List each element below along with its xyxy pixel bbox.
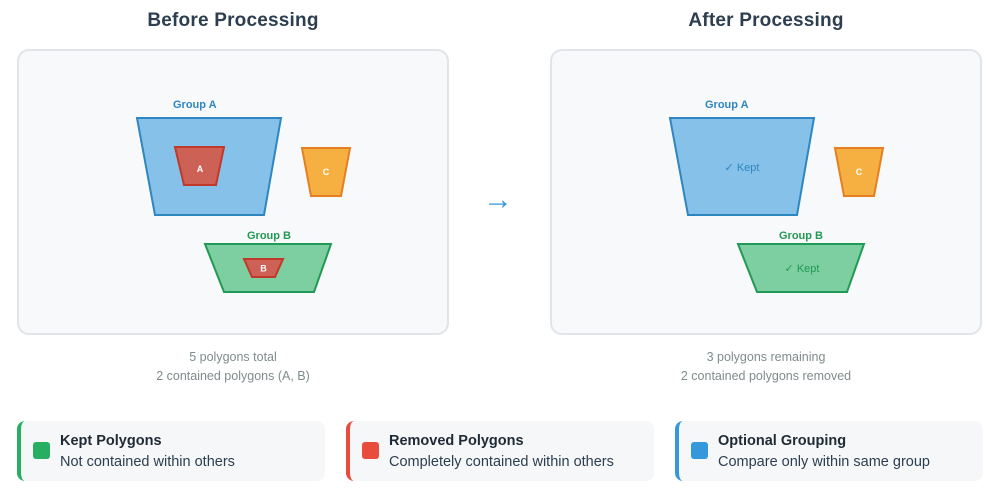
before-polygon-c [300,147,352,197]
legend-kept-swatch [33,442,50,459]
before-polygon-b-label: B [260,264,267,274]
legend-removed-desc: Completely contained within others [389,454,614,470]
after-caption: 3 polygons remaining 2 contained polygon… [550,348,982,386]
legend-grouping-swatch [691,442,708,459]
after-title: After Processing [688,10,844,31]
before-group-b-label: Group B [247,230,291,242]
legend-grouping: Optional Grouping Compare only within sa… [675,421,983,481]
after-polygon-c-label: C [856,167,863,177]
before-polygon-c-label: C [323,167,330,177]
before-caption-line2: 2 contained polygons (A, B) [156,369,310,383]
before-polygon-b-removed [242,258,285,278]
after-group-a-label: Group A [705,99,749,111]
after-diagram: Group A ✓ Kept C Group B ✓ Kept [668,99,885,293]
after-polygon-c [833,147,885,197]
legend-removed-swatch [362,442,379,459]
after-caption-line1: 3 polygons remaining [706,350,826,364]
legend-grouping-desc: Compare only within same group [718,454,930,470]
legend-removed-title: Removed Polygons [389,433,524,449]
after-group-b-polygon-kept [736,243,866,293]
before-title: Before Processing [147,10,319,31]
after-group-b-kept-label: ✓ Kept [785,263,820,275]
legend-grouping-title: Optional Grouping [718,433,847,449]
after-caption-line2: 2 contained polygons removed [680,369,852,383]
before-polygon-a-label: A [197,164,204,174]
after-group-b-label: Group B [779,230,823,242]
after-canvas: Group A ✓ Kept C Group B ✓ Kept [550,49,982,335]
legend-kept-title: Kept Polygons [60,433,162,449]
after-group-a-polygon-kept [668,117,816,216]
before-diagram: Group A A C Group B B [135,99,352,293]
before-canvas: Group A A C Group B B [17,49,449,335]
legend-kept-desc: Not contained within others [60,454,235,470]
before-group-a-label: Group A [173,99,217,111]
legend-removed: Removed Polygons Completely contained wi… [346,421,654,481]
before-caption: 5 polygons total 2 contained polygons (A… [17,348,449,386]
processing-arrow-icon: → [483,183,513,216]
after-group-a-kept-label: ✓ Kept [725,162,760,174]
before-polygon-a-removed [173,146,226,186]
before-caption-line1: 5 polygons total [189,350,277,364]
legend-kept: Kept Polygons Not contained within other… [17,421,325,481]
